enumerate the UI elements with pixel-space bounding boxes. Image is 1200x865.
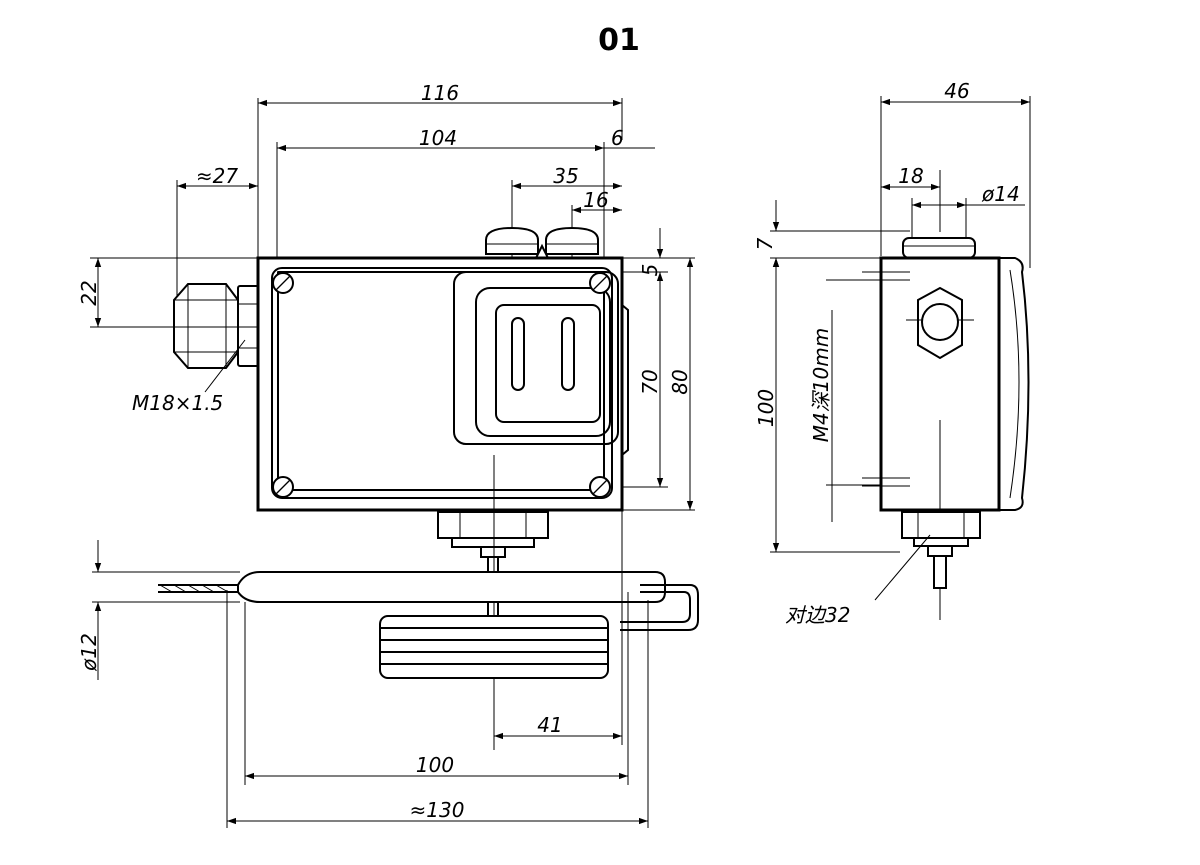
adjustment-screws [485, 226, 599, 259]
dim-18-label: 18 [898, 164, 923, 188]
dim-approx130-label: ≈130 [410, 798, 465, 822]
thread-label: M18×1.5 [132, 391, 223, 415]
corner-screw [272, 272, 294, 294]
dimension-100-vertical: 100 [754, 258, 900, 553]
hex-label: 对边32 [785, 603, 850, 627]
dim-80-label: 80 [668, 369, 692, 394]
hole-label: M4深10mm [809, 328, 833, 442]
dim-104-label: 104 [419, 126, 457, 150]
housing-front [256, 256, 629, 512]
dim-16-label: 16 [583, 188, 608, 212]
corner-screw [272, 476, 294, 498]
dim-35-label: 35 [553, 164, 578, 188]
dimension-diam12: ø12 [77, 540, 240, 680]
drawing-title: 01 [598, 23, 640, 58]
dimension-16: 16 [571, 188, 622, 290]
dimension-104: 104 [276, 126, 605, 262]
dimension-41: 41 [494, 510, 623, 745]
dim-100-label: 100 [416, 753, 454, 777]
dim-diam14-label: ø14 [981, 182, 1020, 206]
sensor-bulb [158, 571, 699, 631]
dim-70-label: 70 [638, 369, 662, 394]
cable-gland: M18×1.5 [132, 283, 370, 415]
dimension-m4-hole: M4深10mm [809, 279, 906, 522]
dim-diam12-label: ø12 [77, 633, 101, 672]
dim-46-label: 46 [944, 79, 969, 103]
dim-100v-label: 100 [754, 389, 778, 427]
front-view: 116 104 6 ≈27 35 16 [77, 81, 699, 828]
dimension-100-horizontal: 100 [244, 592, 629, 785]
dim-22-label: 22 [77, 280, 101, 305]
dim-6-label: 6 [611, 126, 624, 150]
dimension-18: 18 [881, 164, 941, 232]
dim-116-label: 116 [421, 81, 459, 105]
side-view: 46 18 ø14 7 100 [753, 79, 1031, 627]
corner-screw [589, 272, 611, 294]
dimension-diam14: ø14 [911, 182, 1025, 238]
dimension-46: 46 [880, 79, 1031, 268]
bottom-fitting-side: 对边32 [785, 511, 981, 627]
dim-approx27-label: ≈27 [196, 164, 238, 188]
dimension-70: 70 [604, 272, 668, 488]
dimension-80: 80 [622, 258, 695, 511]
dimension-approx-130: ≈130 [226, 590, 649, 828]
dim-41-label: 41 [537, 713, 562, 737]
capillary-coil [379, 615, 609, 679]
dimension-6: 6 [604, 126, 655, 150]
dim-7-label: 7 [753, 237, 777, 250]
dim-5-label: 5 [638, 264, 662, 277]
housing-side [862, 237, 1030, 620]
dimension-116: 116 [257, 81, 623, 258]
corner-screw [589, 476, 611, 498]
